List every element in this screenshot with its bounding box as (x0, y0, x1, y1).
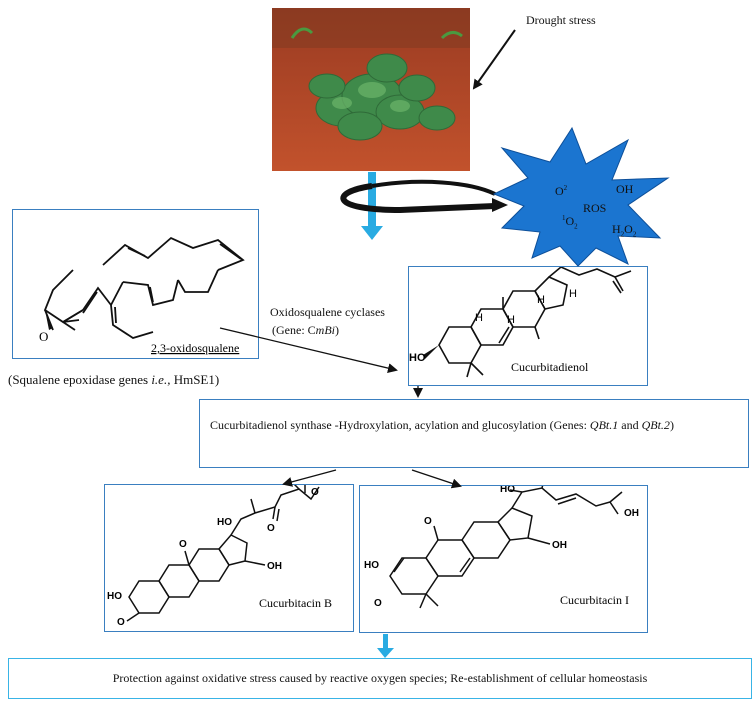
drought-stress-label: Drought stress (526, 13, 596, 27)
squalene-box: O 2,3-oxidosqualene (12, 209, 259, 359)
protection-arrow-shaft (383, 634, 388, 650)
cucurbitacin-i-o1: O (374, 598, 382, 609)
cucurbitacin-i-o2: O (424, 516, 432, 527)
cyclase-gene-suffix: ) (335, 323, 339, 337)
ros-loop-arrow (340, 183, 496, 214)
protection-box: Protection against oxidative stress caus… (8, 658, 752, 699)
cucurbitacin-i-oh1: OH (624, 508, 639, 519)
cucurbitacin-i-structure: HO O O HO O OH OH Cucurbitacin I (364, 486, 639, 609)
cyclase-label: Oxidosqualene cyclases (270, 304, 385, 320)
cyclase-gene-italic: mBi (315, 323, 335, 337)
cyclase-gene-prefix: (Gene: C (272, 323, 316, 337)
cucurbitacin-i-ho2: HO (500, 486, 515, 495)
cucurbitacin-b-oh: OH (267, 561, 282, 572)
ros-label: ROS (583, 201, 607, 215)
branch-arrow-b (282, 469, 337, 487)
cyclase-gene-label: (Gene: CmBi) (272, 322, 339, 338)
cucurbitacin-b-ho2: HO (217, 517, 232, 528)
cucurbitacin-i-name: Cucurbitacin I (560, 593, 629, 607)
cucurbitacin-b-structure: HO O O HO O O OH Cucurbitacin B (107, 485, 332, 628)
cucurbitadienol-h1: H (475, 312, 483, 324)
cucurbitacin-b-name: Cucurbitacin B (259, 596, 332, 610)
epoxidase-suffix: HmSE1) (170, 372, 220, 387)
protection-text: Protection against oxidative stress caus… (112, 671, 648, 685)
cucurbitacin-i-oh2: OH (552, 540, 567, 551)
cucurbitacin-i-o3: O (538, 486, 546, 487)
cucurbitacin-b-o2: O (179, 539, 187, 550)
ros-loop-arrow-top (371, 179, 496, 196)
cucurbitacin-b-ho: HO (107, 591, 122, 602)
synthase-gene2: QBt.2 (641, 418, 670, 432)
drought-plant-photo (272, 8, 470, 171)
epoxidase-italic: i.e., (151, 372, 171, 387)
cucurbitadienol-structure: HO H H H H Cucurbitadienol (409, 267, 632, 378)
protection-arrow-head (377, 648, 394, 658)
cyclase-line1: Oxidosqualene cyclases (270, 305, 385, 319)
cucurbitadienol-name: Cucurbitadienol (511, 360, 589, 374)
photo-down-arrow-head (361, 226, 383, 240)
epoxidase-label: (Squalene epoxidase genes i.e., HmSE1) (8, 372, 219, 388)
synthase-text-c: ) (669, 418, 674, 432)
branch-arrow-i (411, 469, 462, 489)
ros-oh: OH (616, 182, 634, 196)
squalene-structure: O 2,3-oxidosqualene (39, 236, 245, 355)
synthase-text-a: Cucurbitadienol synthase -Hydroxylation,… (210, 418, 590, 432)
plant-image (272, 8, 470, 171)
stress-pointer-arrow (472, 29, 516, 90)
cucurbitacin-b-box: HO O O HO O O OH Cucurbitacin B (104, 484, 354, 632)
cucurbitadienol-h4: H (569, 288, 577, 300)
squalene-name: 2,3-oxidosqualene (151, 341, 239, 355)
cucurbitacin-i-box: HO O O HO O OH OH Cucurbitacin I (359, 485, 648, 633)
cucurbitadienol-h3: H (537, 294, 545, 306)
squalene-ring-o: O (39, 329, 48, 344)
ros-loop-arrow-head (492, 198, 508, 212)
cucurbitacin-b-o3: O (267, 523, 275, 534)
cucurbitacin-i-ho: HO (364, 560, 379, 571)
cucurbitacin-b-o1: O (117, 617, 125, 628)
synthase-box: Cucurbitadienol synthase -Hydroxylation,… (199, 399, 749, 468)
cucurbitadienol-ho: HO (409, 352, 426, 364)
cucurbitadienol-box: HO H H H H Cucurbitadienol (408, 266, 648, 386)
ros-starburst (492, 126, 670, 267)
synthase-text-b: and (618, 418, 642, 432)
ros-o2: O2 (555, 184, 568, 198)
ros-singlet-o2: 1O2 (562, 214, 578, 231)
photo-down-arrow-shaft (368, 172, 376, 228)
cucurbitacin-b-o4: O (311, 487, 319, 498)
epoxidase-prefix: (Squalene epoxidase genes (8, 372, 152, 387)
synthase-gene1: QBt.1 (589, 418, 619, 432)
cucurbitadienol-h2: H (507, 314, 515, 326)
ros-h2o2: H2O2 (612, 222, 637, 239)
